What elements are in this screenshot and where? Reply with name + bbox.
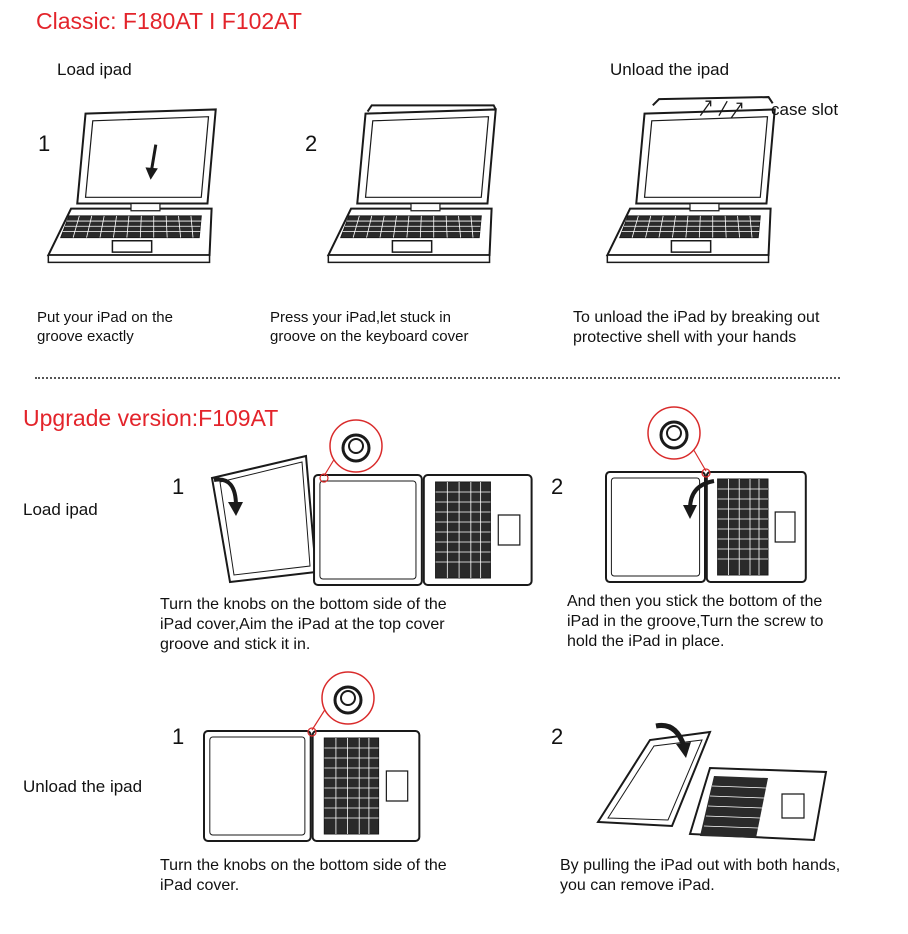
upgrade-unload-caption-2: By pulling the iPad out with both hands,… xyxy=(560,857,841,894)
curved-arrow-icon xyxy=(683,481,714,519)
upgrade-load-label: Load ipad xyxy=(23,500,98,519)
upgrade-load-step-2: 2 xyxy=(551,474,564,499)
classic-heading: Classic: F180AT I F102AT xyxy=(36,8,302,34)
upgrade-load-caption-2: And then you stick the bottom of the iPa… xyxy=(567,593,824,650)
screw-magnifier-icon xyxy=(646,405,702,461)
knob-magnifier-icon xyxy=(320,670,376,726)
section-divider xyxy=(35,377,840,379)
classic-unload-label: Unload the ipad xyxy=(610,60,730,79)
classic-caption-3: To unload the iPad by breaking out prote… xyxy=(573,309,820,346)
classic-load-label: Load ipad xyxy=(57,60,132,79)
down-arrow-icon xyxy=(145,145,158,180)
classic-step-1: 1 xyxy=(38,131,51,156)
classic-unload-illustration xyxy=(606,101,776,264)
lift-arrow-icon xyxy=(656,725,691,758)
curved-arrow-icon xyxy=(214,480,243,516)
upgrade-unload-illustration-2 xyxy=(590,722,830,842)
pull-out-arrows-icon xyxy=(700,101,741,118)
classic-caption-1: Put your iPad on the groove exactly xyxy=(37,309,173,345)
case-slot-label: case slot xyxy=(771,100,839,119)
classic-step-2: 2 xyxy=(305,131,318,156)
upgrade-load-illustration-1 xyxy=(208,418,533,586)
knob-magnifier-icon xyxy=(328,418,384,474)
upgrade-unload-caption-1: Turn the knobs on the bottom side of the… xyxy=(160,857,447,894)
upgrade-load-caption-1: Turn the knobs on the bottom side of the… xyxy=(160,596,447,653)
upgrade-unload-step-2: 2 xyxy=(551,724,564,749)
upgrade-load-illustration-2 xyxy=(605,405,807,583)
upgrade-heading: Upgrade version:F109AT xyxy=(23,405,279,431)
classic-load-illustration-1 xyxy=(47,108,217,264)
classic-caption-2: Press your iPad,let stuck in groove on t… xyxy=(270,309,469,345)
upgrade-unload-label: Unload the ipad xyxy=(23,777,143,796)
upgrade-unload-step-1: 1 xyxy=(172,724,185,749)
upgrade-load-step-1: 1 xyxy=(172,474,185,499)
classic-load-illustration-2 xyxy=(327,103,497,264)
upgrade-unload-illustration-1 xyxy=(203,670,421,842)
